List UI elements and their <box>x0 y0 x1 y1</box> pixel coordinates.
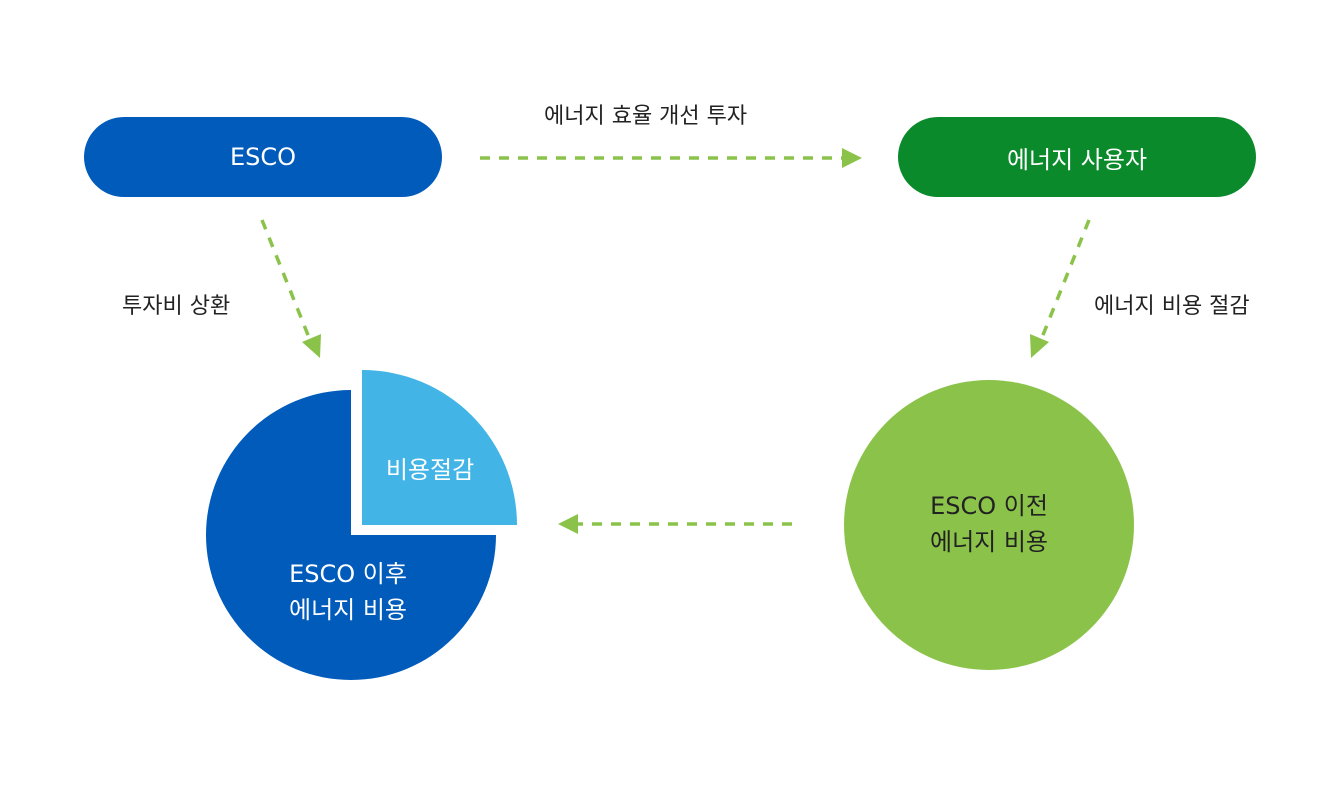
investment-label: 에너지 효율 개선 투자 <box>544 104 748 129</box>
before-circle-line2: 에너지 비용 <box>929 528 1049 556</box>
after-pie-text: ESCO 이후 에너지 비용 <box>248 556 448 628</box>
arrow-repayment <box>260 219 312 341</box>
after-esco-pie <box>206 390 496 680</box>
arrowhead-repayment <box>302 334 321 358</box>
saving-wedge-label: 비용절감 <box>385 456 475 484</box>
after-pie-line2: 에너지 비용 <box>288 596 408 624</box>
energy-user-node: 에너지 사용자 <box>898 117 1256 197</box>
esco-node-label: ESCO <box>229 143 297 171</box>
before-circle-line1: ESCO 이전 <box>930 492 1048 520</box>
arrow-cost-saving <box>1039 219 1091 341</box>
arrowhead-investment <box>842 148 862 168</box>
saving-wedge <box>362 370 517 525</box>
energy-user-node-label: 에너지 사용자 <box>1006 145 1148 174</box>
esco-node: ESCO <box>84 117 442 197</box>
repayment-label: 투자비 상환 <box>122 294 231 319</box>
before-circle-text: ESCO 이전 에너지 비용 <box>889 488 1089 560</box>
before-esco-circle <box>844 380 1134 670</box>
after-pie-line1: ESCO 이후 <box>289 560 407 588</box>
arrowhead-reduction <box>558 514 578 534</box>
cost-saving-label: 에너지 비용 절감 <box>1094 294 1250 319</box>
arrowhead-cost-saving <box>1030 334 1049 358</box>
